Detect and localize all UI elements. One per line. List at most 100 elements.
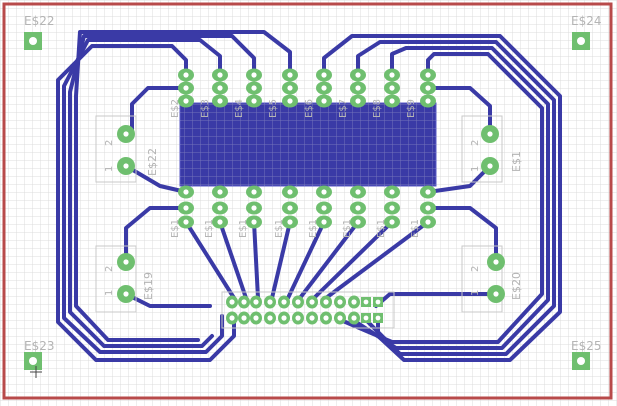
trace-left-3: [68, 34, 256, 348]
header-top-pad[interactable]: [384, 94, 400, 108]
dual-header-pad[interactable]: [320, 295, 332, 309]
header-top-pad[interactable]: [420, 94, 436, 108]
header-top-pad[interactable]: [178, 68, 194, 82]
dual-header-pad[interactable]: [306, 311, 318, 325]
header-top-pad[interactable]: [420, 81, 436, 95]
header-bottom-pad[interactable]: [178, 185, 194, 199]
connector-right-bottom: [461, 245, 503, 313]
header-top-pad[interactable]: [350, 94, 366, 108]
connector-pad[interactable]: [487, 253, 505, 271]
header-bottom-pad[interactable]: [282, 185, 298, 199]
header-top-pad[interactable]: [384, 81, 400, 95]
connector-pad[interactable]: [117, 157, 135, 175]
header-bottom-pad[interactable]: [350, 201, 366, 215]
header-top-label: E$8: [372, 99, 383, 118]
header-top-pad[interactable]: [316, 94, 332, 108]
label-connector-left-top: E$22: [146, 148, 159, 176]
trace-left-1: [56, 44, 236, 362]
header-top-pad[interactable]: [350, 81, 366, 95]
header-bottom-pad[interactable]: [212, 215, 228, 229]
header-bottom-pad[interactable]: [316, 185, 332, 199]
header-top-pad[interactable]: [246, 68, 262, 82]
header-top-pad[interactable]: [212, 94, 228, 108]
header-bottom-pad[interactable]: [246, 201, 262, 215]
header-bottom-pad[interactable]: [384, 201, 400, 215]
header-bottom-pad[interactable]: [178, 201, 194, 215]
header-bottom-label: E$1: [204, 219, 215, 238]
origin-marker: [30, 366, 42, 378]
header-top-pad[interactable]: [282, 94, 298, 108]
header-bottom-pad[interactable]: [350, 215, 366, 229]
dual-header-pad[interactable]: [250, 295, 262, 309]
header-top-pad[interactable]: [350, 68, 366, 82]
header-top-label: E$2: [170, 99, 181, 118]
header-bottom-pad[interactable]: [384, 215, 400, 229]
header-bottom-pad[interactable]: [316, 215, 332, 229]
header-top-labels: E$3 E$4 E$5 E$6 E$7 E$8 E$9 E$2: [170, 99, 417, 118]
board-outline[interactable]: [2, 2, 613, 400]
dual-header-pad[interactable]: [264, 311, 276, 325]
header-bottom-label: E$1: [308, 219, 319, 238]
connector-pad[interactable]: [117, 125, 135, 143]
dual-header-pad[interactable]: [306, 295, 318, 309]
header-top-pad[interactable]: [316, 68, 332, 82]
header-top-pad[interactable]: [282, 68, 298, 82]
header-bottom-pad[interactable]: [212, 201, 228, 215]
header-top-pad[interactable]: [282, 81, 298, 95]
header-top-pad[interactable]: [212, 68, 228, 82]
dual-header-pad[interactable]: [226, 311, 238, 325]
pin-label-lt-1: 1: [104, 166, 115, 172]
dual-header-pad[interactable]: [320, 311, 332, 325]
header-bottom-label: E$1: [238, 219, 249, 238]
header-top-pad[interactable]: [420, 68, 436, 82]
pad-layer[interactable]: [117, 68, 505, 325]
dual-header-pad[interactable]: [278, 311, 290, 325]
dual-header-pad[interactable]: [292, 311, 304, 325]
dual-header-pad[interactable]: [278, 295, 290, 309]
pin-label-rb-1: 1: [470, 290, 481, 296]
dual-header-pad[interactable]: [348, 295, 360, 309]
header-bottom-pad[interactable]: [420, 201, 436, 215]
connector-pad[interactable]: [117, 253, 135, 271]
header-bottom-pad[interactable]: [420, 215, 436, 229]
header-bottom-pad[interactable]: [420, 185, 436, 199]
dual-header-pad[interactable]: [238, 311, 250, 325]
header-bottom-pad[interactable]: [316, 201, 332, 215]
connector-pad[interactable]: [117, 285, 135, 303]
header-top-pad[interactable]: [384, 68, 400, 82]
header-bottom-pad[interactable]: [212, 185, 228, 199]
connector-pad[interactable]: [481, 125, 499, 143]
pin-label-lb-1: 1: [104, 290, 115, 296]
header-bottom-pad[interactable]: [350, 185, 366, 199]
header-top-pad[interactable]: [246, 94, 262, 108]
dual-header-pad[interactable]: [238, 295, 250, 309]
header-bottom-pad[interactable]: [384, 185, 400, 199]
header-top-pad[interactable]: [316, 81, 332, 95]
header-bottom-outline: [221, 291, 395, 329]
connector-pad[interactable]: [487, 285, 505, 303]
dual-header-pad[interactable]: [348, 311, 360, 325]
pin-label-rt-2: 2: [470, 140, 481, 146]
label-connector-left-bottom: E$19: [142, 272, 155, 300]
dual-header-pad[interactable]: [264, 295, 276, 309]
trace-fan-4: [270, 220, 292, 300]
header-top-pad[interactable]: [178, 81, 194, 95]
dual-header-pad[interactable]: [334, 295, 346, 309]
header-bottom-pad[interactable]: [282, 201, 298, 215]
mounting-holes[interactable]: [24, 32, 590, 370]
dual-header-pad[interactable]: [226, 295, 238, 309]
dual-header-pad[interactable]: [250, 311, 262, 325]
header-top-pad[interactable]: [178, 94, 194, 108]
trace-layer[interactable]: [56, 30, 562, 362]
header-bottom-pad[interactable]: [178, 215, 194, 229]
header-bottom-pad[interactable]: [246, 215, 262, 229]
dual-header-pad[interactable]: [334, 311, 346, 325]
connector-pad[interactable]: [481, 157, 499, 175]
header-top-pad[interactable]: [212, 81, 228, 95]
header-top-pad[interactable]: [246, 81, 262, 95]
pad-drill-hole: [363, 299, 369, 305]
dual-header-pad[interactable]: [292, 295, 304, 309]
header-bottom-pad[interactable]: [282, 215, 298, 229]
header-bottom-pad[interactable]: [246, 185, 262, 199]
